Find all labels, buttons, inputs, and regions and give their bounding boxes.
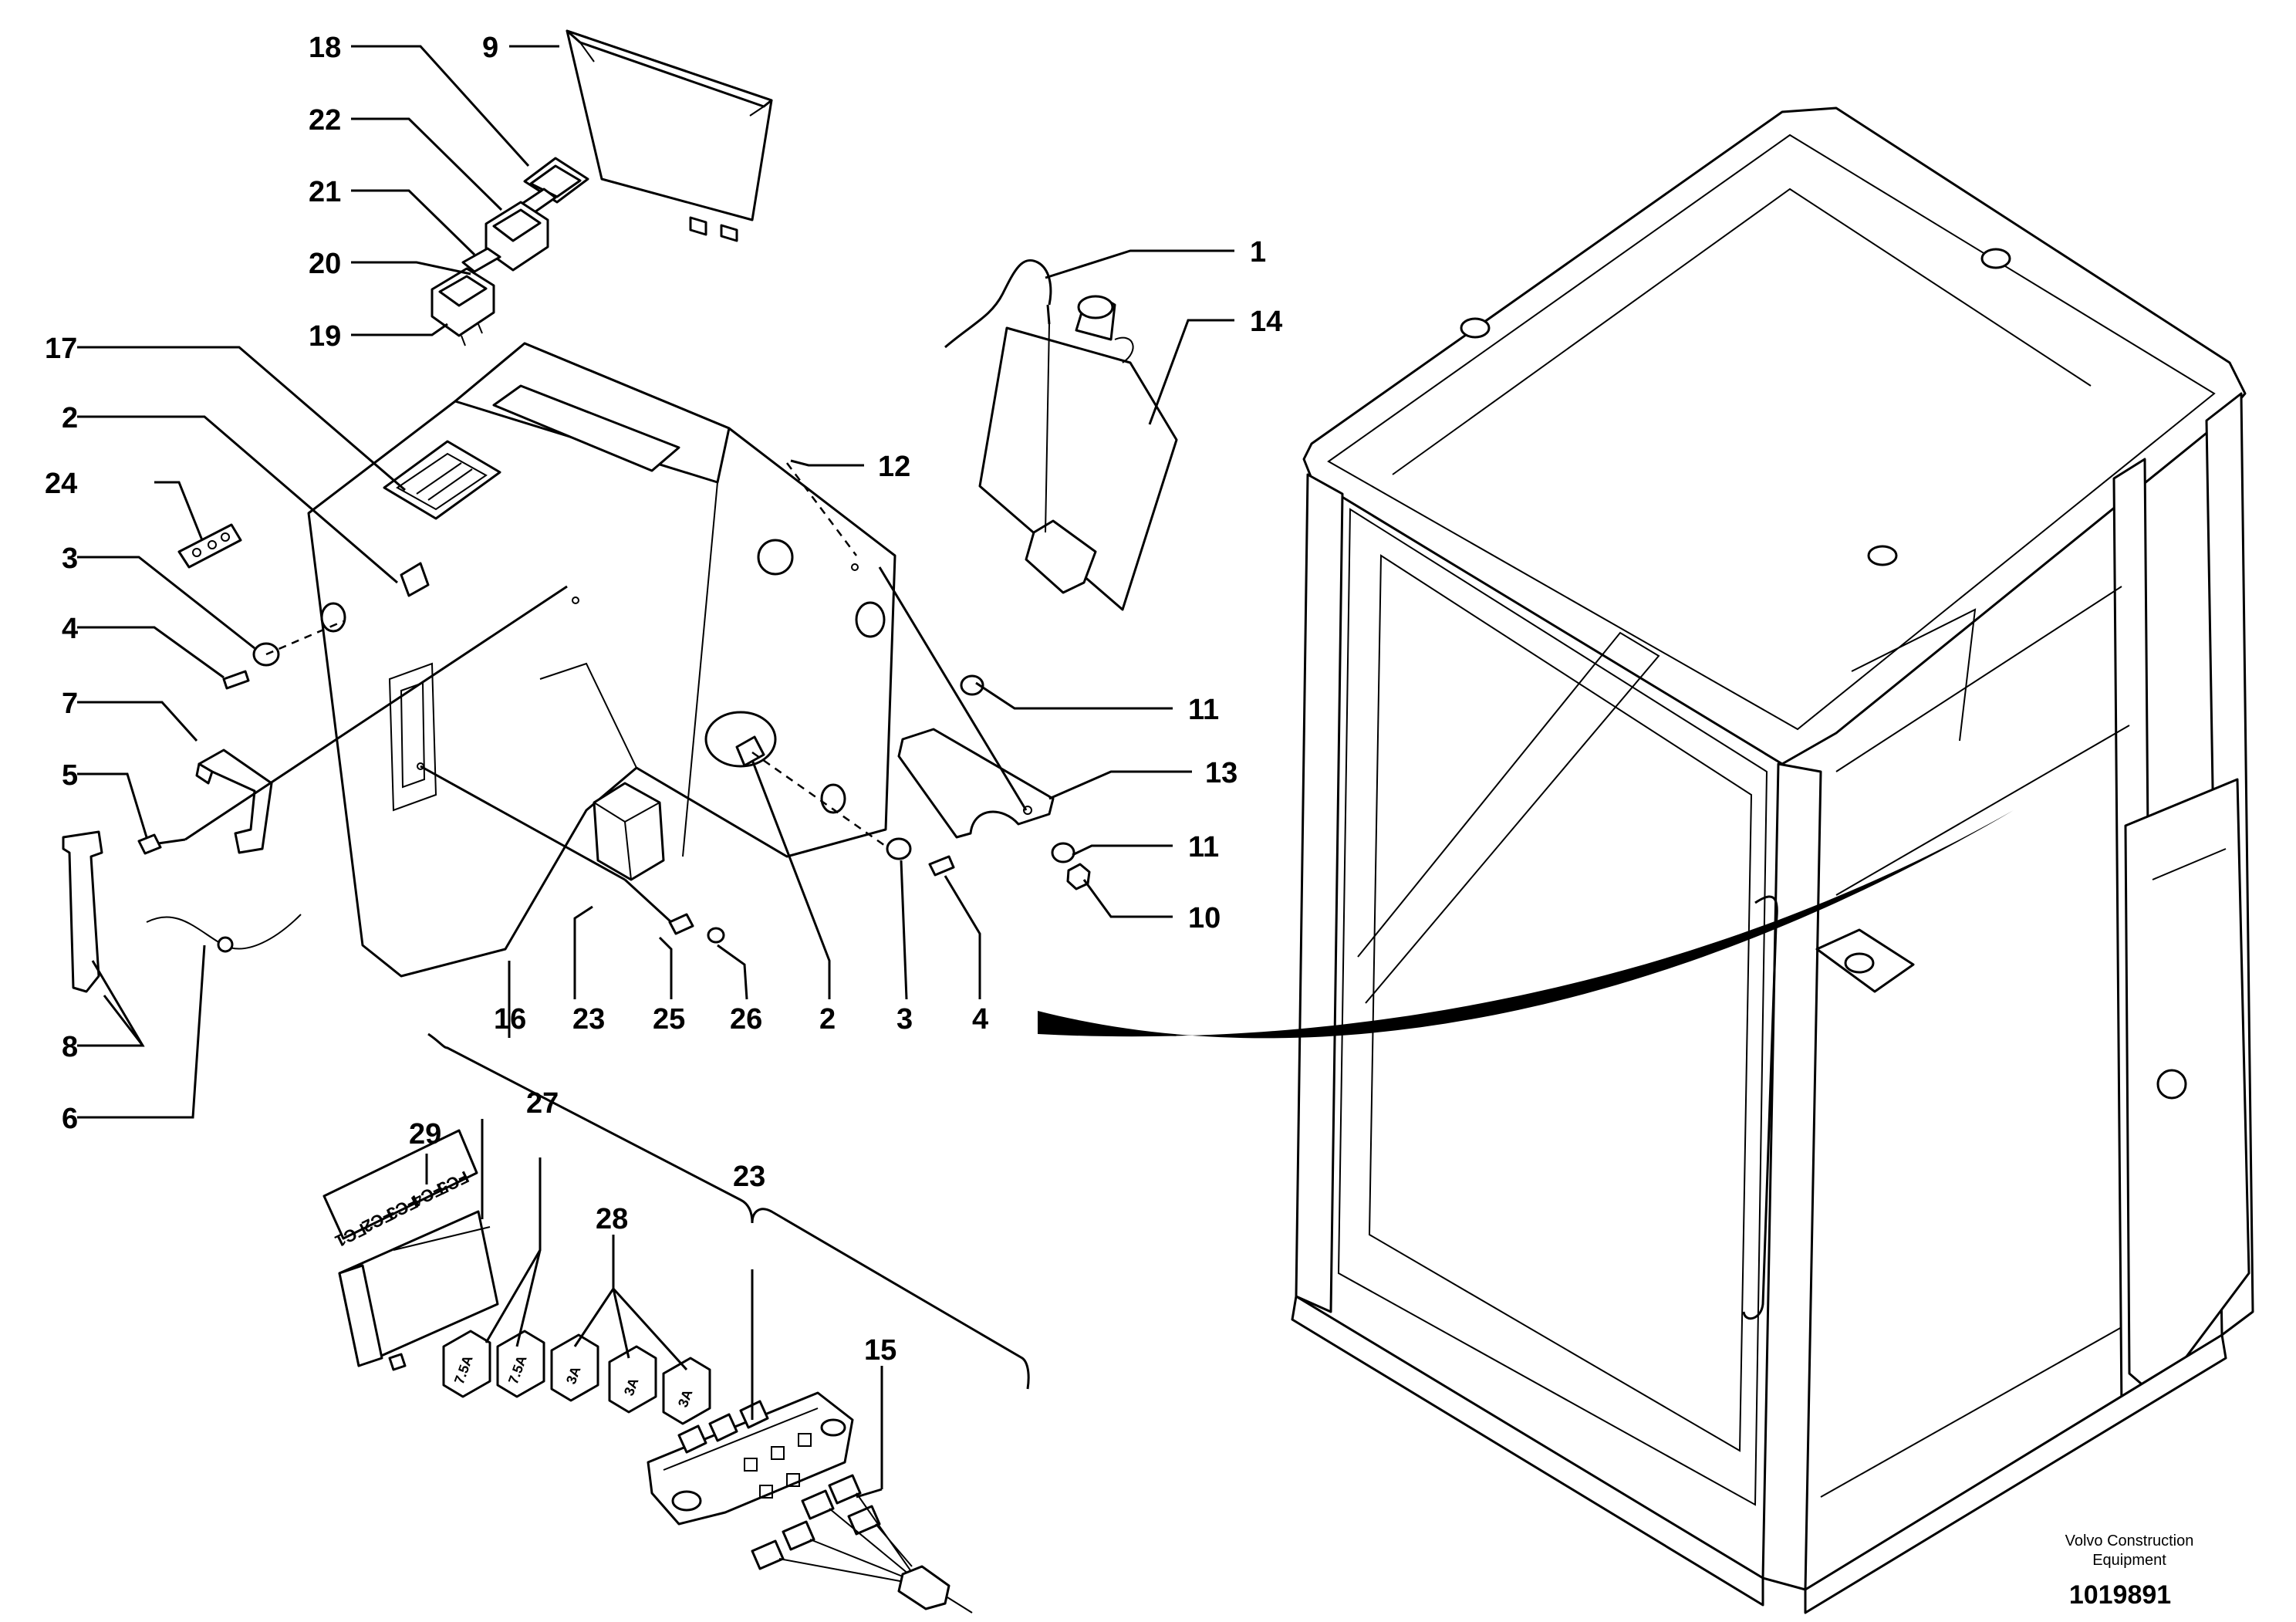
callout-26: 26 [730,1003,762,1036]
callout-15: 15 [864,1334,896,1367]
callout-13: 13 [1205,757,1237,789]
callout-5: 5 [62,759,78,792]
callout-8: 8 [62,1031,78,1063]
washer-reservoir-part [978,295,1178,611]
callout-19: 19 [309,320,341,353]
callout-2-lower: 2 [819,1003,836,1036]
callout-2-top: 2 [62,402,78,434]
storage-box-part [566,29,773,242]
fuse-box-cover [338,1210,499,1371]
fuse-holder [647,1391,854,1526]
callout-28: 28 [596,1203,628,1235]
bolt-lower-part [928,855,955,877]
document-number: 1019891 [2069,1580,2171,1610]
callout-9: 9 [482,32,498,64]
nut-10-part [1066,863,1091,890]
callout-4-left: 4 [62,613,78,645]
callout-23-upper: 23 [572,1003,605,1036]
callout-29: 29 [409,1118,441,1151]
credit-line-2: Equipment [2092,1552,2166,1569]
callout-24: 24 [45,468,77,500]
fuse-7-5a-1: 7.5A [442,1330,491,1398]
callout-6: 6 [62,1103,78,1135]
bracket-part [195,748,273,854]
terminal-strip-part [177,523,242,569]
callout-18: 18 [309,32,341,64]
switch-parts [430,157,589,346]
callout-3-left: 3 [62,542,78,575]
callout-7: 7 [62,688,78,720]
callout-16: 16 [494,1003,526,1036]
screw-part [137,833,162,855]
callout-4-lower: 4 [972,1003,988,1036]
callout-14: 14 [1250,306,1282,338]
switch-panel-part [383,440,501,520]
callout-23-lower: 23 [733,1161,765,1193]
credit-line-1: Volvo Construction [2065,1532,2194,1549]
fuse-3a-1: 3A [550,1333,599,1402]
leader-lines [77,45,1234,1499]
hose-part [944,259,1052,349]
callout-20: 20 [309,248,341,280]
group-23-brace [427,1032,1030,1390]
clip-lower-part [735,735,765,767]
washer-11-upper [960,674,984,696]
callout-11-upper: 11 [1188,694,1219,726]
fuse-3a-2: 3A [608,1345,657,1414]
callout-21: 21 [309,176,341,208]
fuse-7-5a-2: 7.5A [496,1330,545,1398]
mounting-plate-part [897,728,1055,839]
callout-25: 25 [653,1003,685,1036]
callout-12: 12 [878,451,910,483]
callout-17: 17 [45,333,77,365]
nut-26-part [707,927,725,944]
lever-part [62,830,103,993]
callout-11-lower: 11 [1188,831,1219,863]
bolt-part [222,670,250,690]
washer-11-lower [1051,842,1075,863]
fuse-3a-3: 3A [662,1357,711,1425]
callout-22: 22 [309,104,341,137]
location-indicator-arc [1038,810,2014,1039]
relay-module-part [593,782,665,881]
clip-part [400,562,430,597]
washer-lower-part [886,837,912,860]
side-console-part [307,342,896,978]
callout-3-lower: 3 [896,1003,913,1036]
bolt-25-part [668,913,694,935]
cab-frame [1291,106,2254,1614]
callout-labels: 18 9 22 21 20 19 1 14 17 2 24 12 3 4 7 1… [45,32,1282,1367]
callout-1: 1 [1250,236,1266,269]
callout-27: 27 [526,1087,559,1120]
callout-10: 10 [1188,902,1221,934]
wiring-harness-part [751,1474,973,1614]
fuse-row: 7.5A 7.5A 3A 3A 3A [442,1330,711,1425]
